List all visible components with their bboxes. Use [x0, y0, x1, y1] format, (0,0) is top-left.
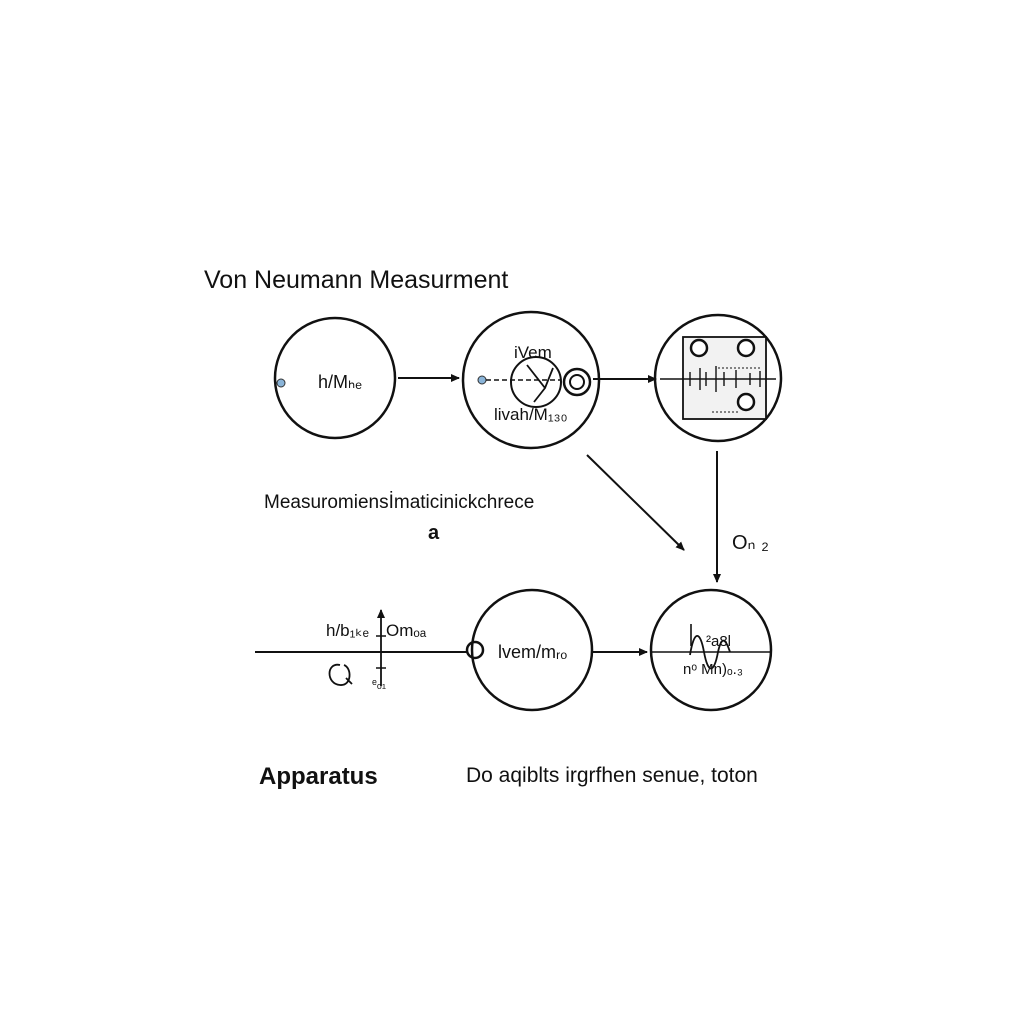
node-2-inner-detector: [510, 356, 562, 408]
apparatus-bottom-label: ᵉₒ₁: [372, 676, 387, 691]
node-1: h/Mₕₑ: [273, 316, 397, 440]
node-5-bottom-label: nᵒ Mn)ₒ.₃: [683, 661, 743, 678]
node-5: ²a8l nᵒ Mn)ₒ.₃: [649, 588, 773, 712]
apparatus-label: Apparatus: [259, 763, 378, 790]
node-2-ring-outer: [562, 367, 592, 397]
node-3-knob-3: [736, 392, 756, 412]
node-4-input-ring: [465, 640, 485, 660]
node-3-knob-2: [736, 338, 756, 358]
node-2-top-label: iVem: [514, 343, 552, 362]
apparatus-loop-glyph: [328, 664, 353, 686]
node-3: [653, 313, 783, 443]
node-5-top-label: ²a8l: [706, 633, 731, 650]
node-3-scale-marks: [712, 367, 760, 413]
apparatus-axes: h/b₁ₖₑ Omₒₐ ᵉₒ₁: [255, 609, 468, 691]
node-3-knob-1: [689, 338, 709, 358]
node-2: iVem livah/M₁₃₀: [461, 310, 601, 450]
node-1-input-dot: [276, 378, 286, 388]
apparatus-left-label: h/b₁ₖₑ: [326, 621, 369, 640]
node-4: lvem/mᵣₒ: [465, 588, 594, 712]
node-3-signal-ticks: [689, 366, 761, 392]
middle-caption: Measuromiensİmaticinickchrece: [264, 492, 535, 513]
node-4-label: lvem/mᵣₒ: [498, 642, 567, 662]
node-2-bottom-label: livah/M₁₃₀: [494, 405, 568, 424]
right-arrow-label: Oₙ ₂: [732, 532, 769, 554]
node-2-input-dot: [477, 375, 487, 385]
apparatus-axis-ticks: [376, 635, 386, 669]
node-1-label: h/Mₕₑ: [318, 372, 362, 392]
middle-letter: a: [428, 522, 440, 544]
arrow-diagonal-to-node5: [586, 454, 685, 551]
node-2-ring-inner: [569, 374, 585, 390]
node-5-waveform: [689, 634, 731, 670]
node-2-inner-mark: [526, 364, 554, 403]
bottom-caption: Do aqiblts irgrfhen senue, toton: [466, 764, 758, 787]
diagram-title: Von Neumann Measurment: [204, 266, 509, 294]
apparatus-right-label: Omₒₐ: [386, 621, 427, 640]
